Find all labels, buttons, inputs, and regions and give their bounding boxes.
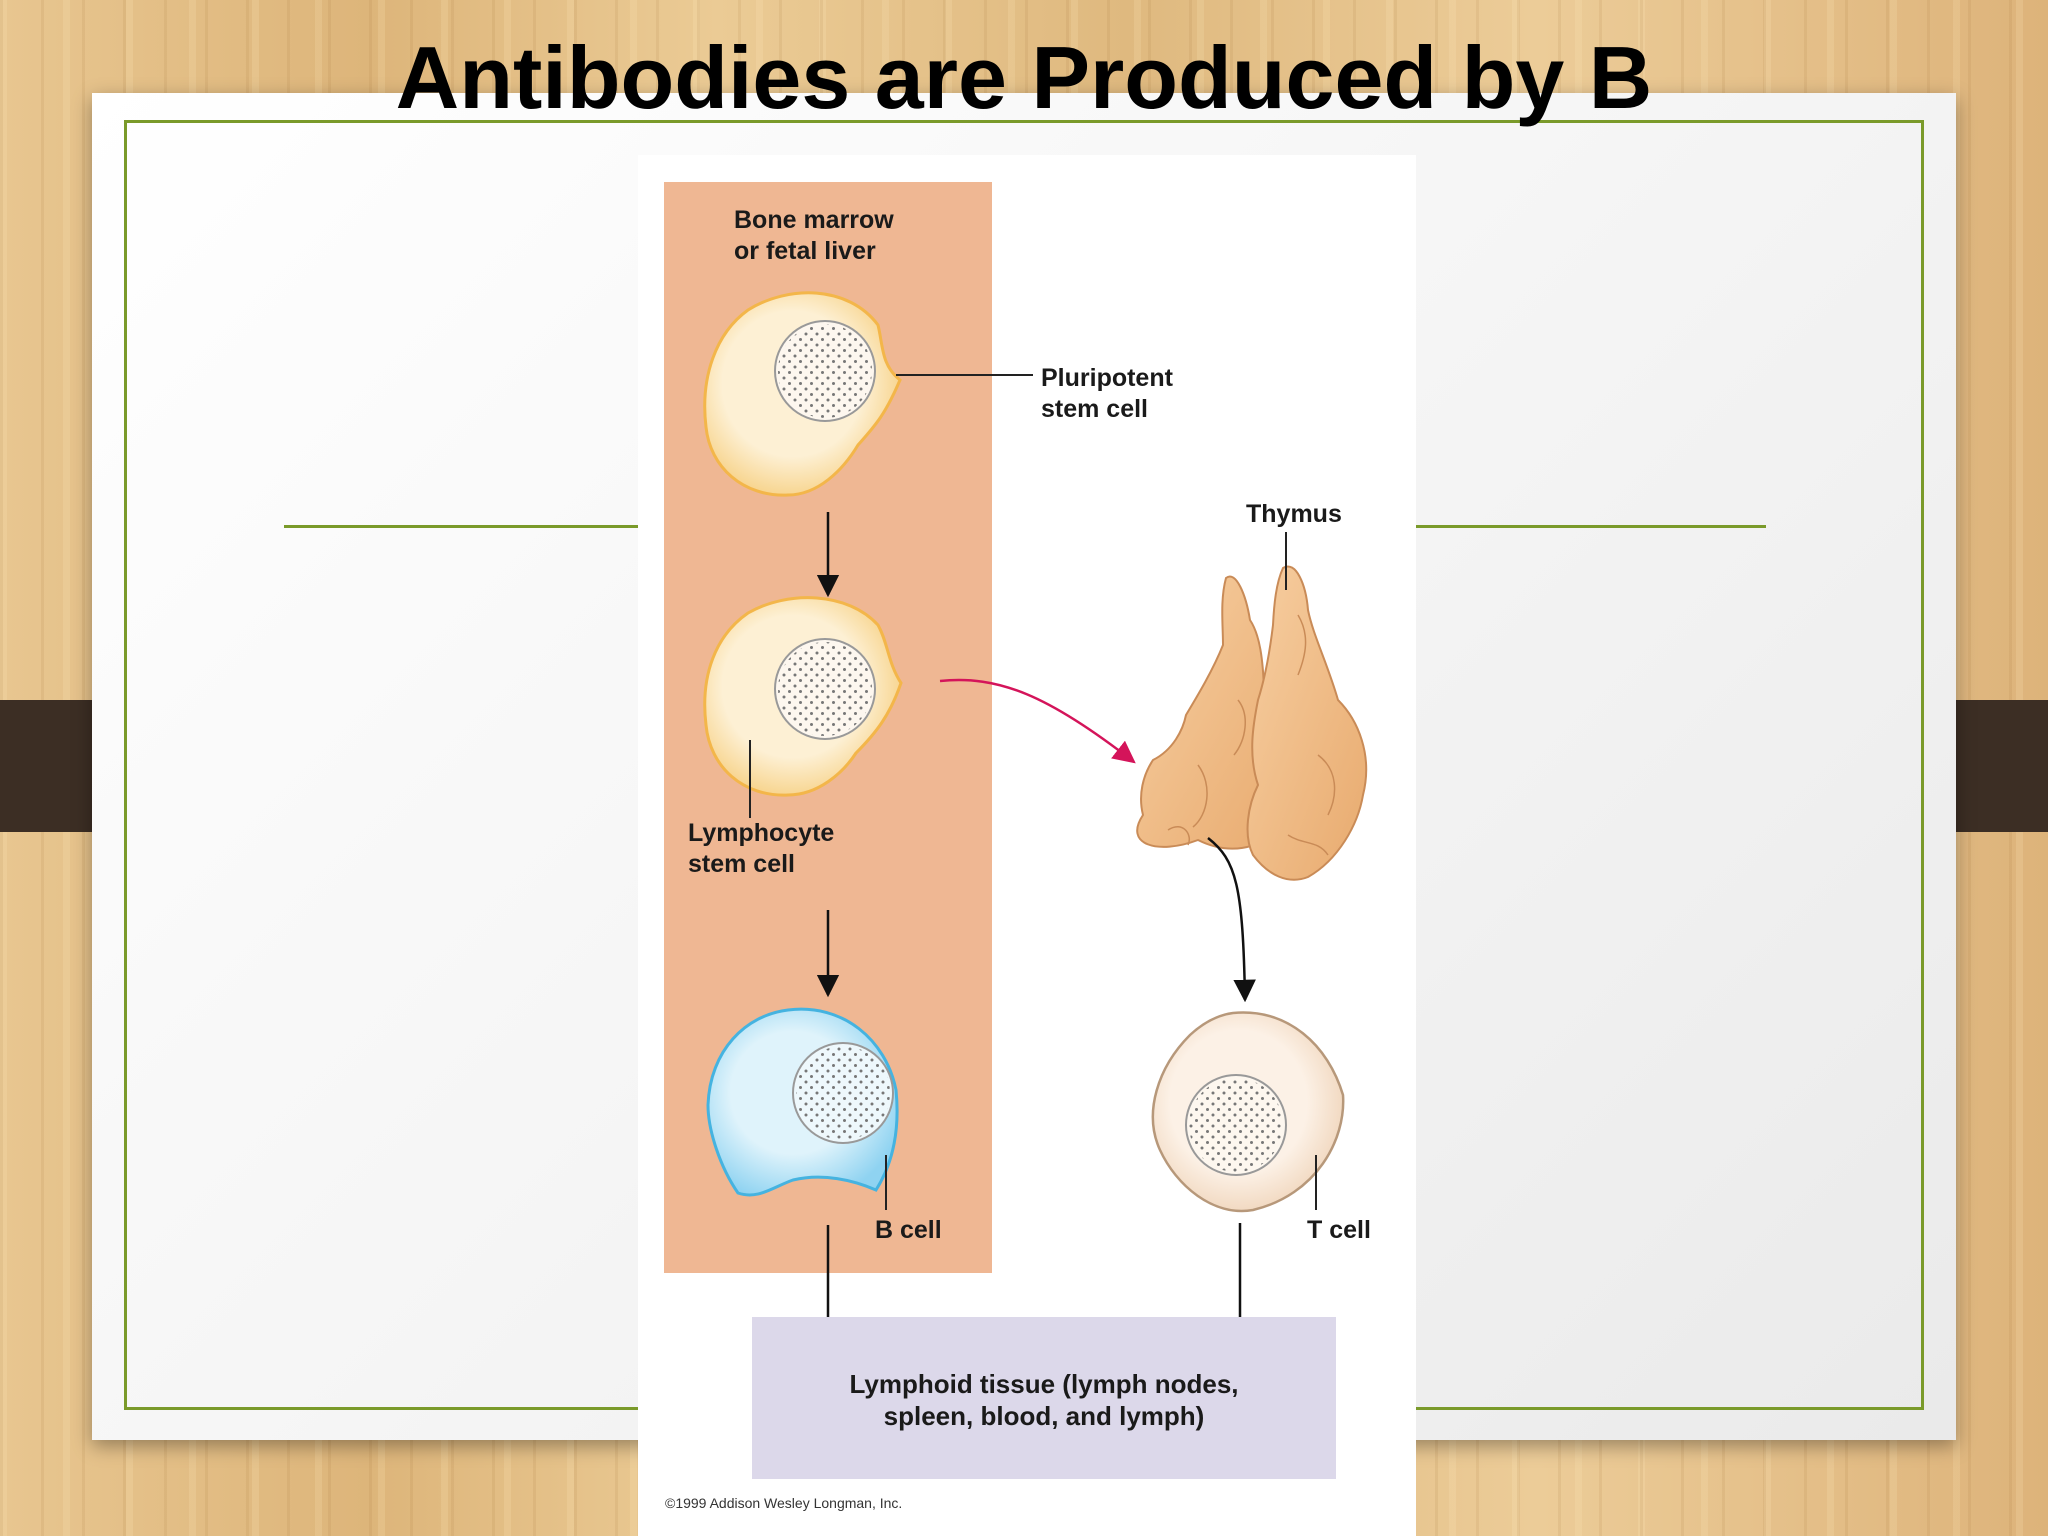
thymus-label: Thymus [1246,500,1342,528]
lymphocyte-development-figure: Bone marrow or fetal liver Pluripotent s… [638,155,1416,1536]
t-cell-label: T cell [1307,1216,1371,1244]
pluripotent-stem-cell-label: Pluripotent stem cell [1041,364,1173,423]
thymus-organ [1136,565,1368,881]
lymphocyte-stem-cell [703,596,903,797]
lymphoid-tissue-box [752,1317,1336,1479]
b-cell [706,1007,899,1197]
copyright-credit: ©1999 Addison Wesley Longman, Inc. [665,1495,903,1511]
bone-marrow-label: Bone marrow or fetal liver [734,206,894,265]
divider-line-left [284,525,644,528]
t-cell [1151,1011,1345,1213]
b-cell-label: B cell [875,1216,942,1244]
lymphoid-tissue-label: Lymphoid tissue (lymph nodes, spleen, bl… [849,1369,1239,1431]
pluripotent-stem-cell [703,291,902,497]
divider-line-right [1414,525,1766,528]
figure-graphics [664,182,1368,1479]
slide-title: Antibodies are Produced by B [395,28,1653,127]
lymphocyte-stem-cell-label: Lymphocyte stem cell [688,819,835,878]
